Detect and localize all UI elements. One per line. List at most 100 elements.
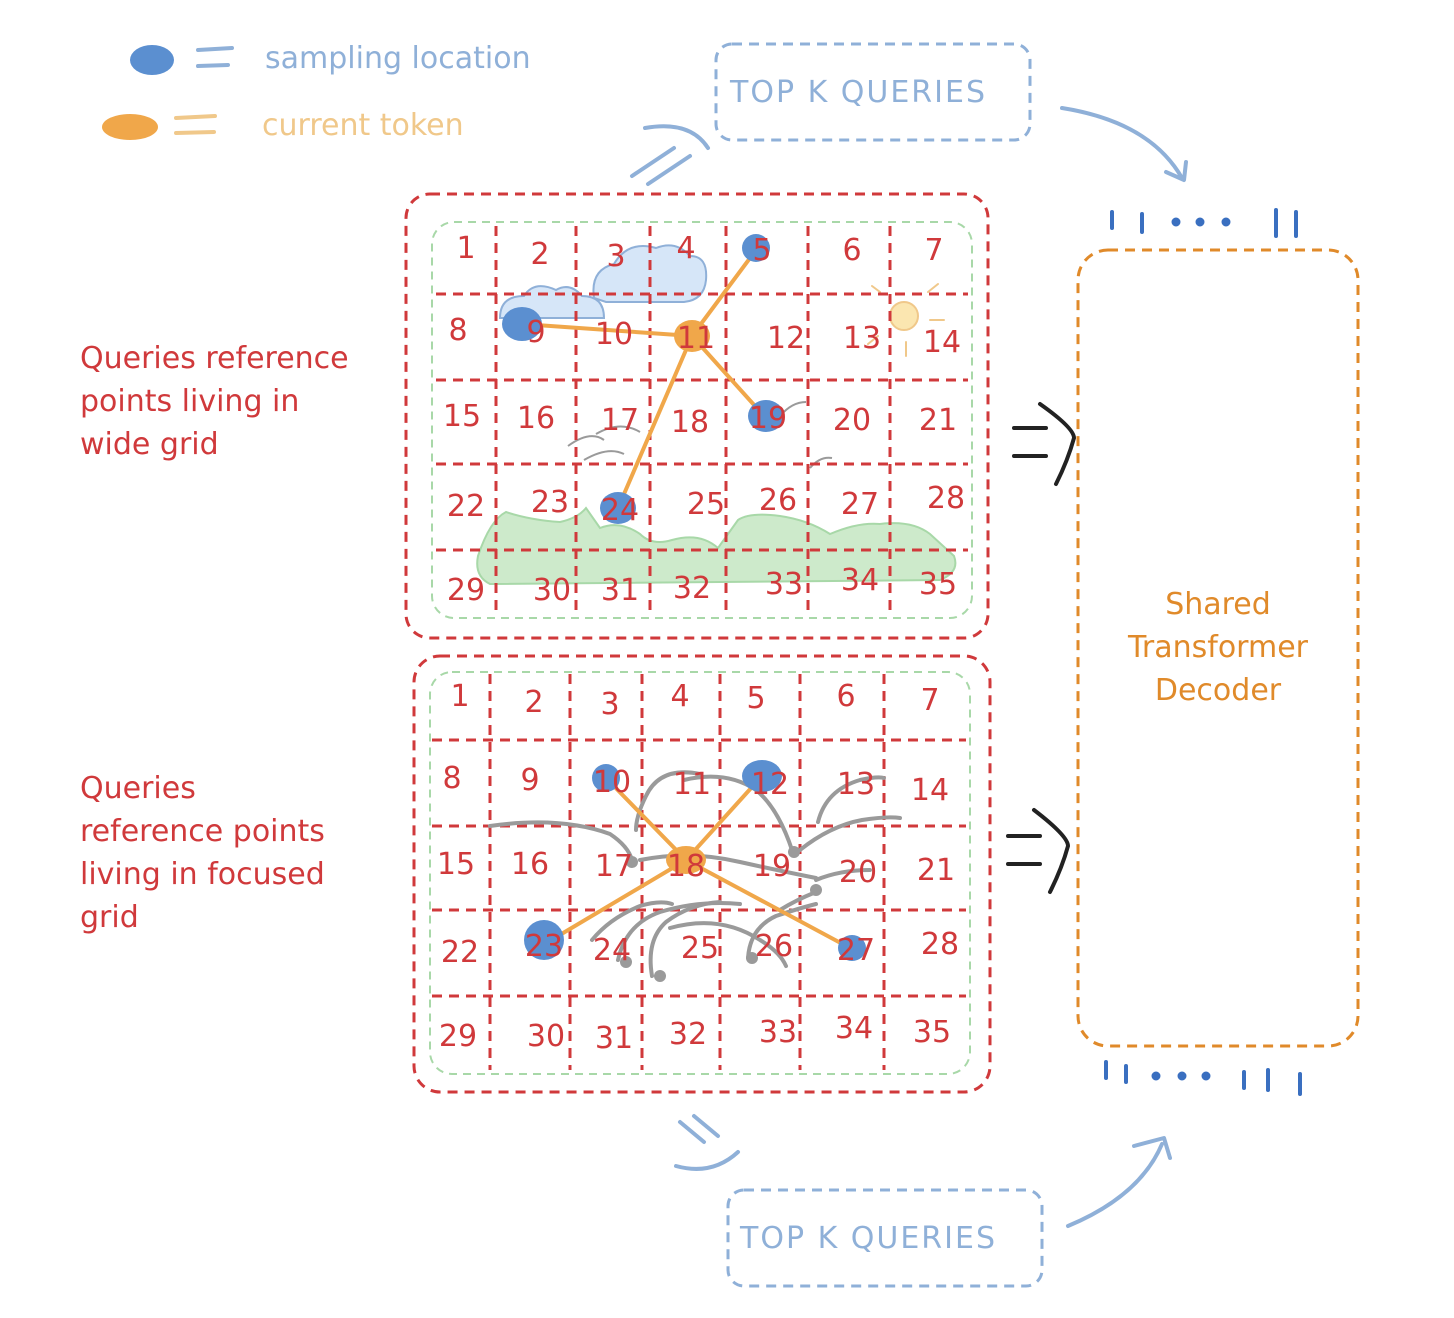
focused-cell-34: 34 <box>835 1011 873 1046</box>
focused-cell-19: 19 <box>753 849 791 884</box>
focused-sampling-point-10 <box>592 764 620 792</box>
wide-grid-lines <box>436 226 968 614</box>
focused-cell-35: 35 <box>913 1015 951 1050</box>
focused-grid-desc-line-1: Queries <box>80 771 196 806</box>
focused-cell-25: 25 <box>681 931 719 966</box>
wide-cell-16: 16 <box>517 401 555 436</box>
focused-grid-points <box>524 760 866 961</box>
wide-cell-12: 12 <box>767 321 805 356</box>
focused-cell-2: 2 <box>524 685 543 720</box>
wide-grid-attention-lines <box>520 248 766 510</box>
focused-cell-28: 28 <box>921 927 959 962</box>
wide-cell-21: 21 <box>919 403 957 438</box>
legend-current-label: current token <box>262 108 464 143</box>
focused-sampling-point-23 <box>524 920 564 960</box>
wide-cell-6: 6 <box>842 233 861 268</box>
arrow-topk-to-decoder-lower <box>1066 1136 1172 1228</box>
offset-arrow-tips <box>620 846 822 982</box>
focused-cell-21: 21 <box>917 853 955 888</box>
wide-grid-inner-border <box>431 221 973 619</box>
wide-cell-7: 7 <box>924 233 943 268</box>
focused-grid-desc-line-4: grid <box>80 900 139 935</box>
sampling-location-swatch <box>130 45 174 75</box>
current-token-swatch <box>102 114 158 140</box>
focused-cell-8: 8 <box>442 761 461 796</box>
wide-cell-11: 11 <box>677 321 715 356</box>
wide-cell-23: 23 <box>531 485 569 520</box>
wide-cell-26: 26 <box>759 483 797 518</box>
focused-cell-30: 30 <box>527 1019 565 1054</box>
top-k-queries-upper: TOP K QUERIES <box>630 42 1188 186</box>
legend-equals-orange <box>174 114 217 135</box>
focused-cell-32: 32 <box>669 1017 707 1052</box>
wide-grid-points <box>502 234 784 524</box>
focused-cell-13: 13 <box>837 767 875 802</box>
wide-cell-4: 4 <box>676 231 695 266</box>
focused-cell-7: 7 <box>920 683 939 718</box>
hills <box>476 506 957 586</box>
arrow-grid-to-topk-lower <box>674 1114 740 1171</box>
focused-cell-33: 33 <box>759 1015 797 1050</box>
decoder-box <box>1076 248 1360 1048</box>
top-k-label-lower: TOP K QUERIES <box>739 1221 997 1256</box>
wide-sampling-point-24 <box>600 492 636 524</box>
focused-grid-outer-border <box>412 654 992 1094</box>
wide-cell-25: 25 <box>687 487 725 522</box>
legend-equals-blue <box>196 46 234 68</box>
wide-cell-33: 33 <box>765 567 803 602</box>
wide-grid-description: Queries reference points living in wide … <box>80 341 349 462</box>
legend-sampling-label: sampling location <box>265 41 531 76</box>
wide-cell-31: 31 <box>601 573 639 608</box>
token-ticks-top <box>1110 208 1298 238</box>
focused-grid-numbers: 1 2 3 4 5 6 7 8 9 10 11 12 13 14 15 16 1… <box>437 679 959 1056</box>
focused-current-token-18 <box>666 846 706 874</box>
top-k-queries-lower: TOP K QUERIES <box>674 1114 1172 1288</box>
wide-grid-desc-line-2: points living in <box>80 384 299 419</box>
wide-cell-29: 29 <box>447 573 485 608</box>
focused-cell-22: 22 <box>441 935 479 970</box>
wide-cell-32: 32 <box>673 571 711 606</box>
wide-grid-desc-line-3: wide grid <box>80 427 219 462</box>
focused-grid-lines <box>432 674 966 1070</box>
focused-cell-17: 17 <box>595 849 633 884</box>
focused-sampling-point-12 <box>742 760 782 792</box>
focused-cell-10: 10 <box>593 765 631 800</box>
focused-cell-24: 24 <box>593 933 631 968</box>
focused-cell-18: 18 <box>667 849 705 884</box>
focused-cell-12: 12 <box>751 767 789 802</box>
sun-icon <box>889 301 919 331</box>
wide-grid-desc-line-1: Queries reference <box>80 341 349 376</box>
wide-cell-35: 35 <box>919 567 957 602</box>
wide-cell-22: 22 <box>447 489 485 524</box>
wide-sampling-point-5 <box>742 234 770 262</box>
focused-cell-23: 23 <box>525 929 563 964</box>
wide-cell-24: 24 <box>601 493 639 528</box>
wide-cell-30: 30 <box>533 573 571 608</box>
focused-cell-3: 3 <box>600 687 619 722</box>
arrow-topk-to-decoder-upper <box>1060 106 1188 182</box>
focused-cell-16: 16 <box>511 847 549 882</box>
wide-cell-3: 3 <box>606 239 625 274</box>
focused-cell-14: 14 <box>911 773 949 808</box>
wide-cell-13: 13 <box>843 321 881 356</box>
wide-cell-19: 19 <box>749 401 787 436</box>
focused-cell-20: 20 <box>839 855 877 890</box>
top-k-label-upper: TOP K QUERIES <box>729 75 987 110</box>
wide-grid-numbers: 1 2 3 4 5 6 7 8 9 10 11 12 13 14 15 16 1… <box>443 231 965 608</box>
top-k-box-lower <box>726 1188 1044 1288</box>
wide-cell-27: 27 <box>841 487 879 522</box>
shared-transformer-decoder: Shared Transformer Decoder <box>1076 248 1360 1048</box>
focused-cell-31: 31 <box>595 1021 633 1056</box>
wide-cell-20: 20 <box>833 403 871 438</box>
arrow-grid-to-topk-upper <box>630 124 710 186</box>
wide-cell-17: 17 <box>601 403 639 438</box>
focused-cell-26: 26 <box>755 929 793 964</box>
wide-cell-2: 2 <box>530 237 549 272</box>
focused-grid: 1 2 3 4 5 6 7 8 9 10 11 12 13 14 15 16 1… <box>412 654 992 1094</box>
focused-cell-5: 5 <box>746 681 765 716</box>
arrow-wide-grid-to-decoder <box>1012 402 1077 486</box>
wide-cell-34: 34 <box>841 563 879 598</box>
wide-cell-9: 9 <box>526 315 545 350</box>
wide-cell-28: 28 <box>927 481 965 516</box>
